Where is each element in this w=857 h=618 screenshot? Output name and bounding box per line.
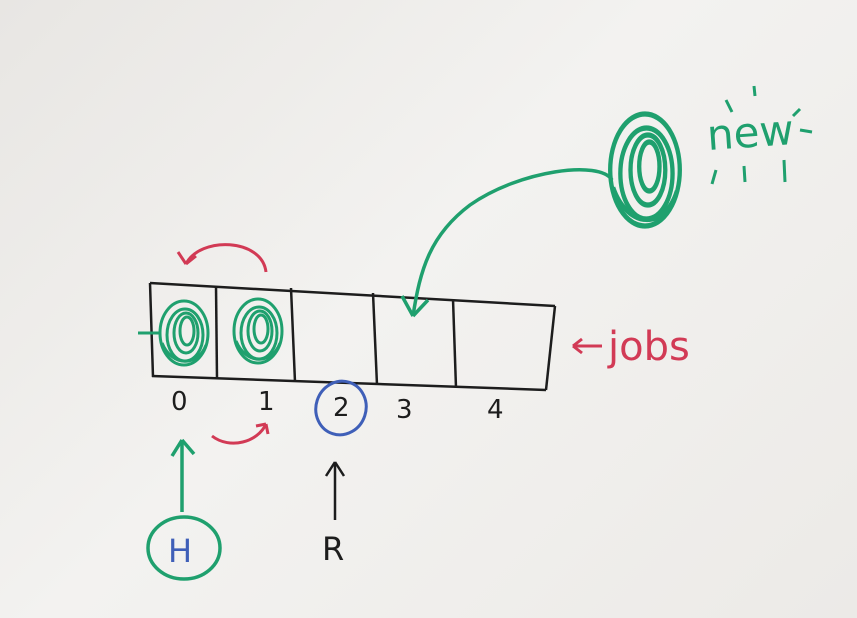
index-label-1: 1 (258, 387, 275, 417)
index-label-2: 2 (333, 393, 350, 423)
rear-pointer-arrow (324, 461, 346, 520)
head-pointer-arrow (170, 438, 196, 512)
head-label: H (168, 532, 192, 570)
filled-slot-1 (232, 297, 284, 365)
index-label-3: 3 (396, 395, 413, 425)
array-top-border (149, 281, 556, 308)
rear-index-circle (314, 379, 368, 437)
array-divider-4 (451, 298, 458, 389)
enqueue-arrow (400, 168, 614, 318)
head-circle (146, 515, 222, 581)
new-label: new (705, 105, 795, 160)
array-divider-2 (289, 287, 297, 383)
jobs-label-arrow (572, 337, 602, 355)
array-left-border (148, 282, 155, 378)
array-divider-1 (214, 285, 219, 380)
rear-label: R (322, 530, 344, 568)
index-label-4: 4 (487, 395, 504, 425)
new-sparkles (710, 85, 813, 185)
jobs-array (148, 281, 557, 392)
new-item-scribble (610, 114, 680, 226)
index-label-0: 0 (171, 387, 188, 417)
array-indices: 0 1 2 3 4 (171, 387, 504, 425)
array-divider-3 (371, 292, 379, 386)
jobs-label: jobs (607, 324, 690, 370)
filled-slot-0 (158, 299, 210, 367)
dequeue-arrow-top (176, 243, 268, 273)
array-right-border (544, 305, 557, 391)
head-move-arrow (211, 422, 270, 445)
